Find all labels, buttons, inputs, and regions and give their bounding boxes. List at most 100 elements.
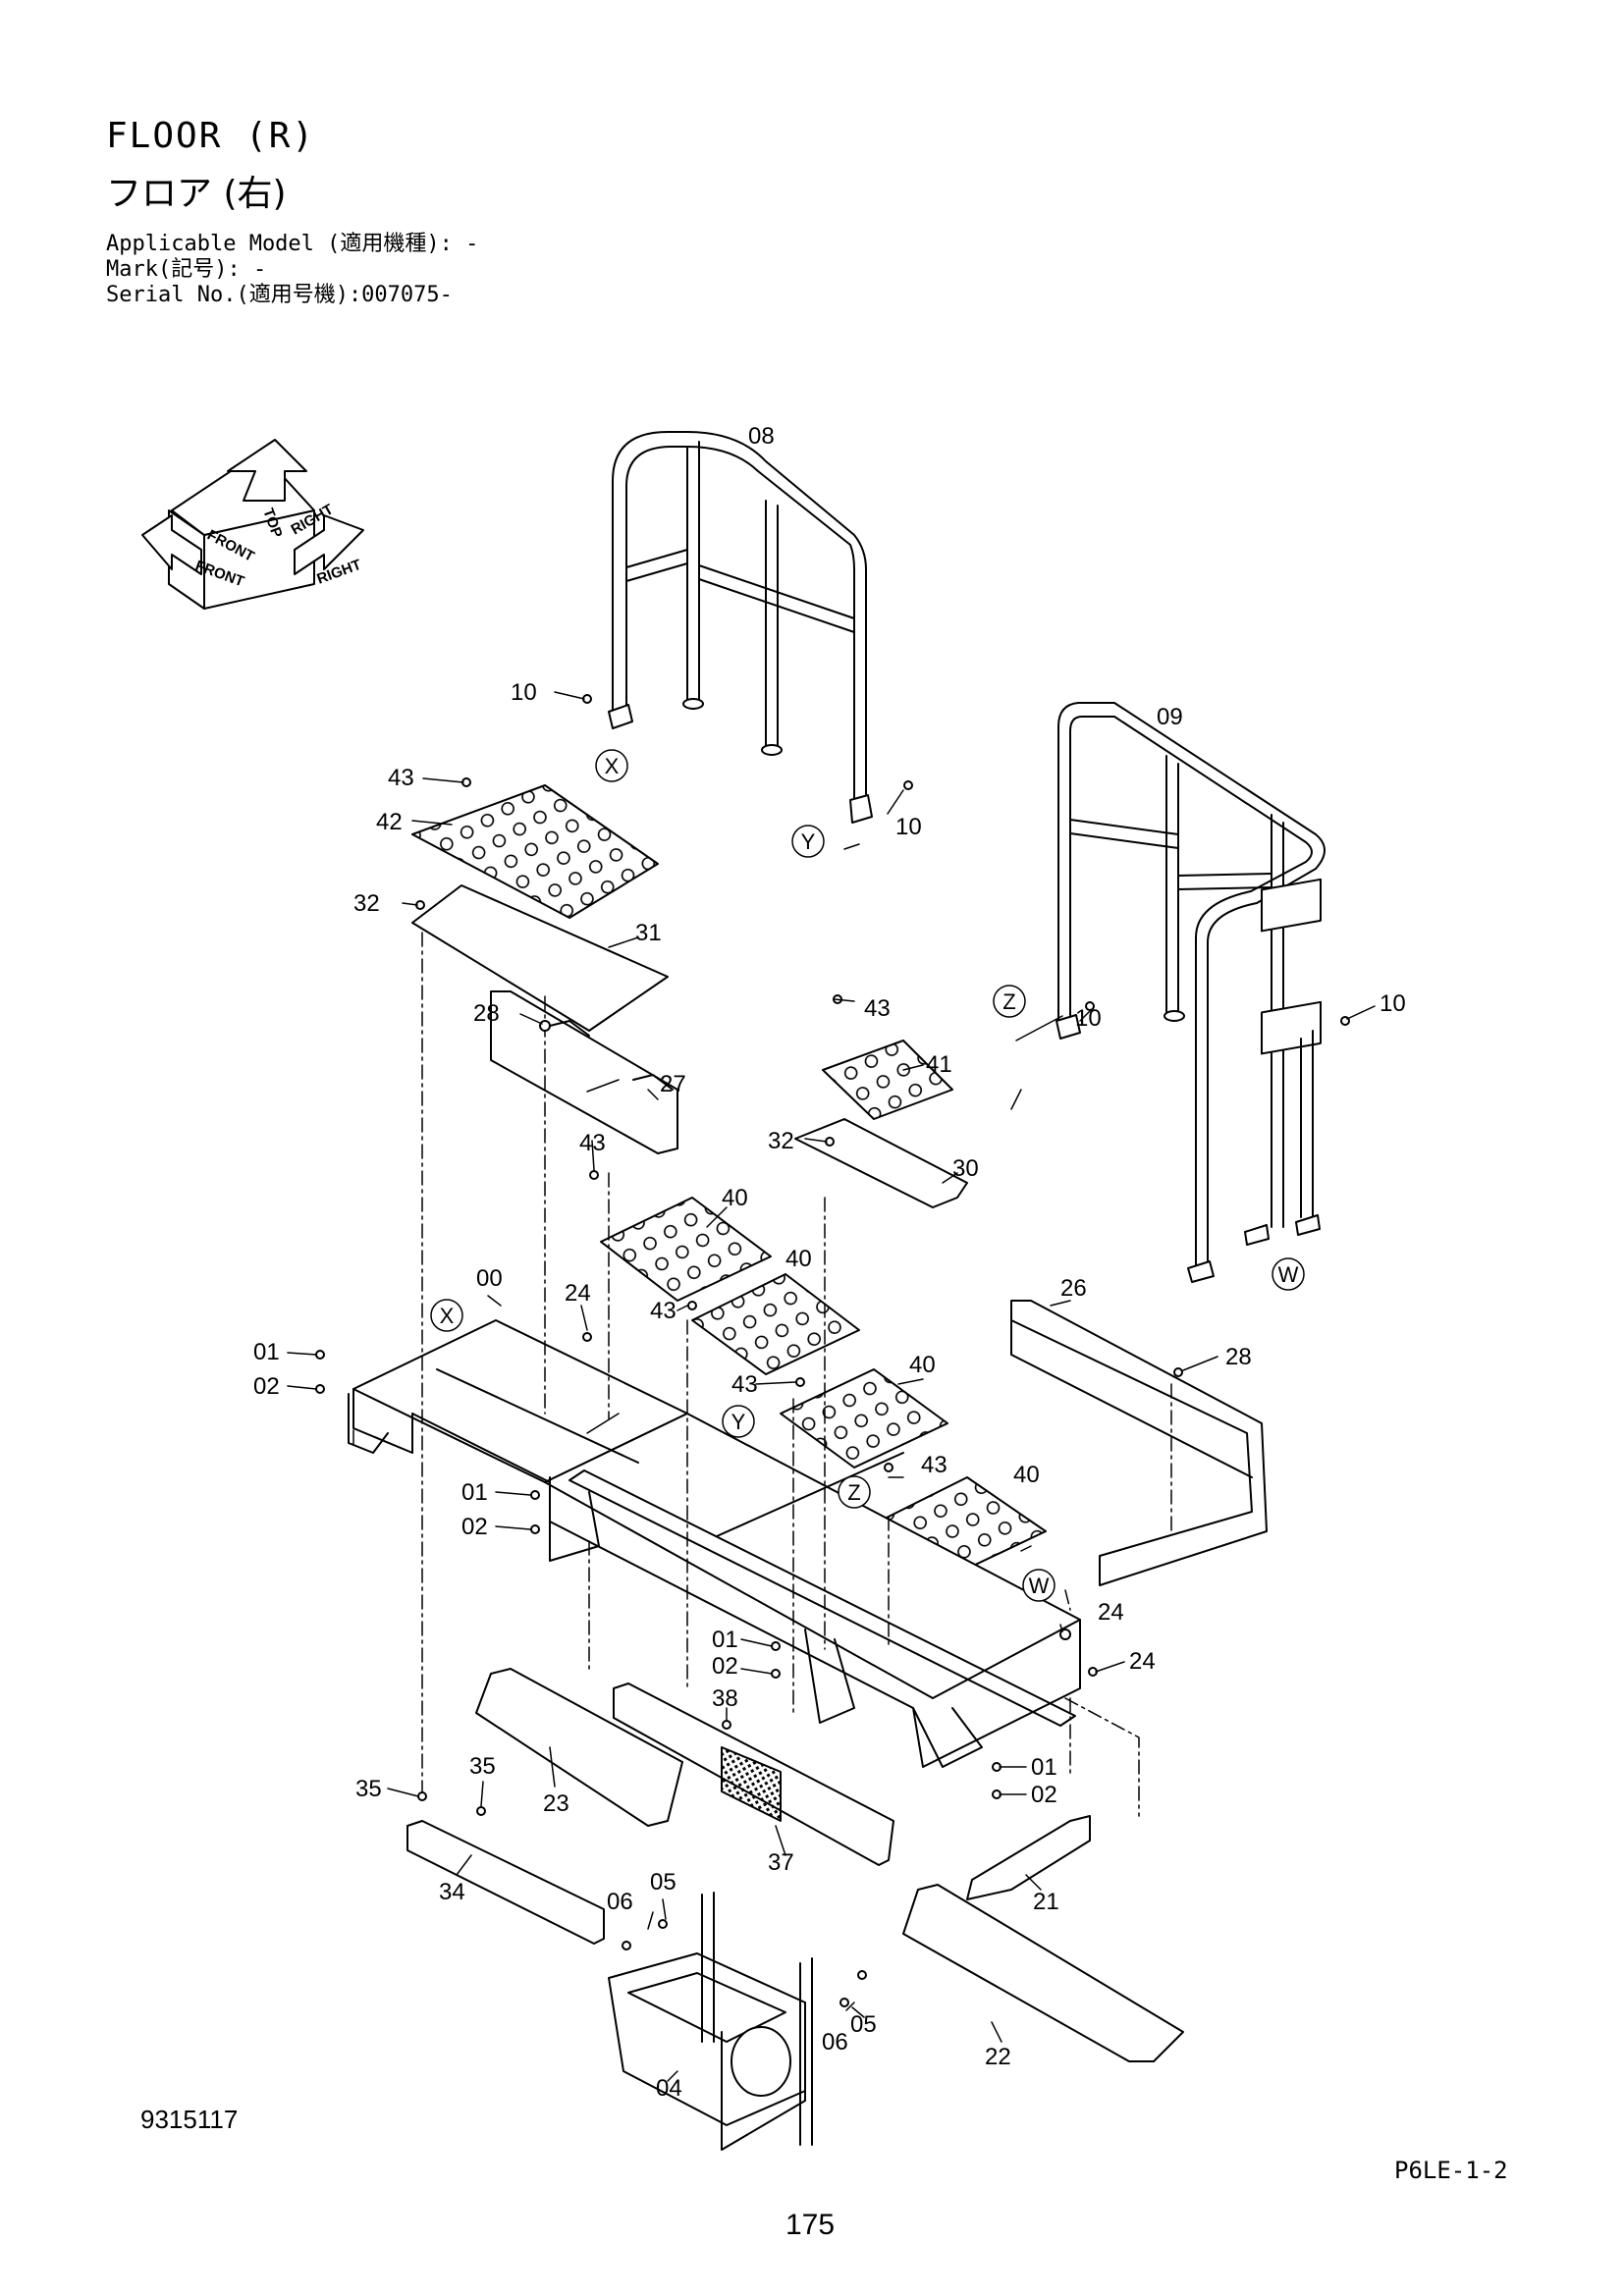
plate-40a	[600, 1197, 772, 1302]
step-assembly-04	[608, 1892, 813, 2151]
bracket-27	[490, 990, 678, 1154]
callout-43: 43	[864, 995, 891, 1022]
callout-42: 42	[376, 809, 403, 835]
part-callouts: 08 09 10 10 10 10 43 42 32 31 28 27 43 4…	[253, 423, 1406, 2102]
handrail-09	[1056, 702, 1326, 1283]
callout-43: 43	[731, 1371, 758, 1398]
callout-30: 30	[952, 1155, 979, 1182]
drawing-number: 9315117	[140, 2105, 239, 2134]
callout-35: 35	[469, 1753, 496, 1780]
marker-x-top: X	[595, 749, 628, 782]
handrail-08	[608, 431, 873, 824]
plate-30	[794, 1118, 968, 1208]
callout-23: 23	[543, 1790, 569, 1817]
svg-text:X: X	[605, 754, 620, 778]
callout-06: 06	[822, 2029, 848, 2056]
page-title: FLOOR (R)	[106, 116, 316, 156]
callout-40: 40	[722, 1185, 748, 1211]
marker-y-top: Y	[791, 825, 825, 858]
marker-z-frame: Z	[838, 1475, 871, 1509]
mark-field: Mark(記号): -	[106, 257, 267, 282]
callout-02: 02	[253, 1373, 280, 1400]
orientation-label-right-side: RIGHT	[315, 557, 364, 588]
svg-text:X: X	[440, 1304, 455, 1328]
serial-number: Serial No.(適用号機):007075-	[106, 283, 453, 307]
callout-01: 01	[461, 1479, 488, 1506]
callout-43: 43	[388, 765, 414, 791]
orientation-compass-icon	[141, 439, 364, 610]
callout-02: 02	[461, 1514, 488, 1540]
leader-lines	[352, 932, 1172, 1817]
marker-w-frame: W	[1022, 1569, 1056, 1602]
callout-24: 24	[1098, 1599, 1124, 1626]
callout-21: 21	[1033, 1889, 1059, 1915]
marker-z-top: Z	[993, 985, 1026, 1018]
callout-31: 31	[635, 920, 662, 946]
callout-10: 10	[1380, 990, 1406, 1017]
callout-32: 32	[353, 890, 380, 917]
callout-00: 00	[476, 1265, 503, 1292]
plate-40c	[780, 1368, 948, 1468]
callout-43: 43	[921, 1452, 947, 1478]
callout-02: 02	[1031, 1782, 1057, 1808]
callout-01: 01	[253, 1339, 280, 1365]
callout-leaders	[287, 691, 1376, 2082]
reference-markers: X Y Z W X Y Z W	[430, 749, 1305, 1602]
callout-02: 02	[712, 1653, 738, 1680]
cover-26	[1010, 1300, 1268, 1586]
callout-40: 40	[785, 1246, 812, 1272]
callout-05: 05	[650, 1869, 677, 1896]
callout-43: 43	[650, 1298, 677, 1324]
marker-w-top: W	[1272, 1257, 1305, 1291]
svg-text:Z: Z	[847, 1480, 860, 1505]
channel-23	[475, 1668, 683, 1827]
vent-37	[721, 1746, 782, 1822]
step-22	[902, 1884, 1184, 2062]
callout-32: 32	[768, 1128, 794, 1154]
page-number: 175	[785, 2209, 836, 2241]
page-title-japanese: フロア (右)	[106, 174, 287, 214]
callout-22: 22	[985, 2044, 1011, 2070]
callout-10: 10	[1075, 1005, 1102, 1032]
svg-text:Y: Y	[801, 829, 816, 854]
callout-28: 28	[473, 1000, 500, 1027]
callout-24: 24	[1129, 1648, 1156, 1675]
callout-10: 10	[895, 814, 922, 840]
plate-31	[411, 884, 669, 1032]
plate-41	[822, 1040, 953, 1120]
callout-40: 40	[1013, 1462, 1040, 1488]
callout-24: 24	[565, 1280, 591, 1307]
callout-41: 41	[926, 1051, 952, 1078]
main-frame-00	[348, 1319, 1081, 1768]
marker-x-frame: X	[430, 1299, 463, 1332]
plate-42	[411, 784, 659, 919]
applicable-model: Applicable Model (適用機種): -	[106, 232, 479, 256]
callout-05: 05	[850, 2011, 877, 2038]
callout-01: 01	[1031, 1754, 1057, 1781]
callout-09: 09	[1157, 704, 1183, 730]
callout-08: 08	[748, 423, 775, 450]
step-21	[966, 1815, 1091, 1900]
sheet-code: P6LE-1-2	[1394, 2157, 1508, 2184]
marker-y-frame: Y	[722, 1405, 755, 1438]
svg-text:Y: Y	[731, 1410, 746, 1434]
callout-28: 28	[1225, 1344, 1252, 1370]
callout-01: 01	[712, 1627, 738, 1653]
callout-26: 26	[1060, 1275, 1087, 1302]
svg-text:W: W	[1029, 1574, 1050, 1598]
plate-40b	[691, 1273, 860, 1375]
callout-27: 27	[660, 1071, 686, 1097]
callout-10: 10	[511, 679, 537, 706]
callout-43: 43	[579, 1130, 606, 1156]
callout-37: 37	[768, 1849, 794, 1876]
svg-text:Z: Z	[1002, 989, 1015, 1014]
callout-06: 06	[607, 1889, 633, 1915]
callout-38: 38	[712, 1685, 738, 1712]
callout-35: 35	[355, 1776, 382, 1802]
callout-40: 40	[909, 1352, 936, 1378]
bracket-34	[406, 1820, 605, 1945]
svg-text:W: W	[1278, 1262, 1299, 1287]
callout-04: 04	[656, 2075, 682, 2102]
callout-34: 34	[439, 1879, 465, 1905]
